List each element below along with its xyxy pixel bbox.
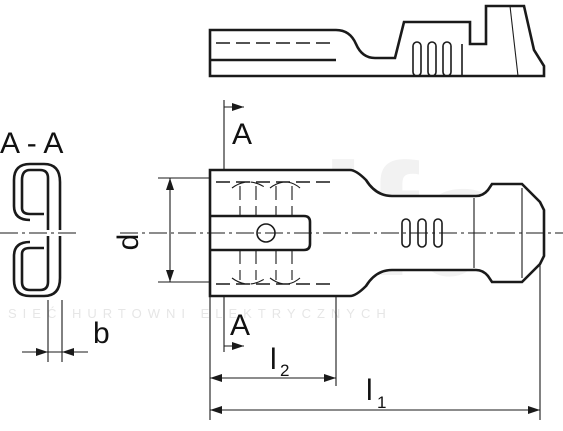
top-view — [120, 168, 563, 298]
watermark-tagline: SIEĆ HURTOWNI ELEKTRYCZNYCH — [8, 306, 392, 321]
section-view: A - A b — [0, 127, 110, 362]
dim-l2-subscript: 2 — [280, 361, 289, 380]
dimension-d: d — [112, 177, 210, 283]
dim-l1-label: l — [366, 374, 373, 407]
dimension-l2: l 2 — [209, 296, 337, 420]
section-cut-marks: A A — [223, 100, 252, 352]
dim-d-label: d — [112, 234, 145, 251]
section-mark-top: A — [232, 118, 252, 151]
dim-l2-label: l — [270, 343, 277, 376]
dim-l1-subscript: 1 — [377, 393, 386, 412]
dimension-l1: l 1 — [210, 264, 541, 420]
section-label: A - A — [0, 127, 63, 160]
dim-b-label: b — [93, 317, 110, 350]
section-mark-bottom: A — [230, 309, 250, 342]
side-view — [208, 4, 546, 78]
